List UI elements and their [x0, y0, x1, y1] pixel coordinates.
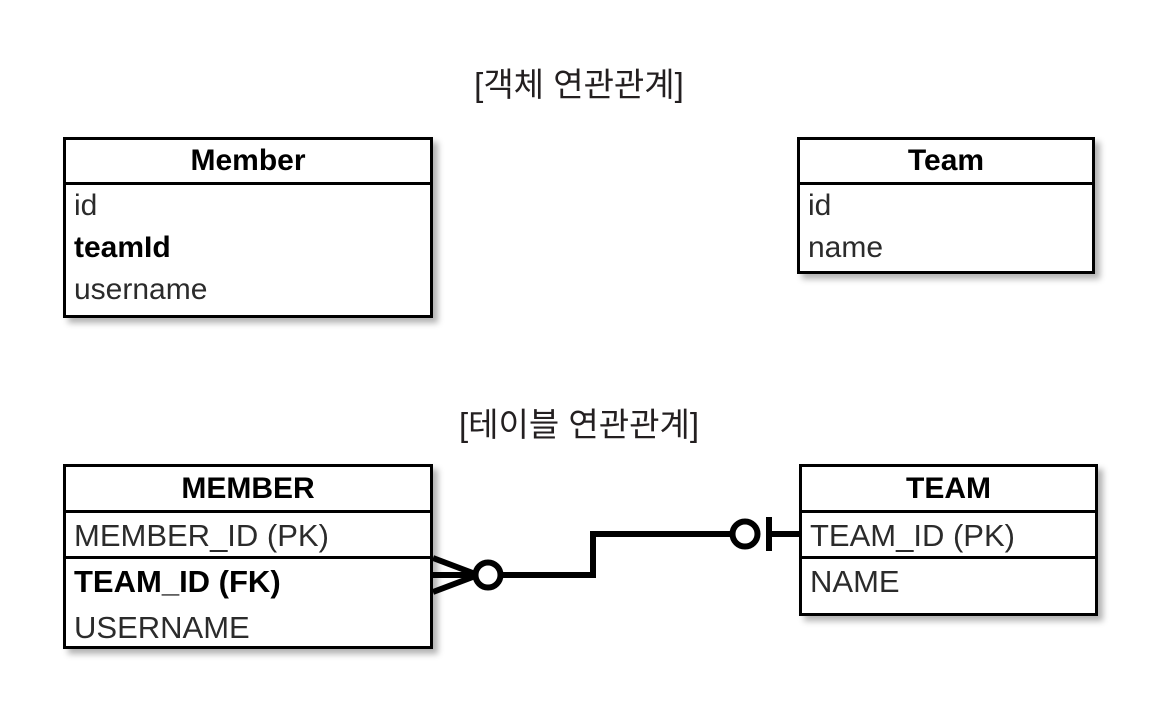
attribute-member-table-member-id: MEMBER_ID (PK)	[66, 513, 430, 559]
entity-header-member-table: MEMBER	[66, 467, 430, 513]
attribute-team-name: name	[808, 231, 884, 264]
entity-header-member: Member	[66, 140, 430, 185]
entity-attributes-member-table: MEMBER_ID (PK) TEAM_ID (FK) USERNAME	[66, 513, 430, 651]
entity-attributes-team: id name	[800, 185, 1092, 269]
table-association-title: [테이블 연관관계]	[458, 406, 700, 443]
relationship-line	[500, 531, 733, 578]
attribute-member-teamid: teamId	[74, 231, 171, 264]
attribute-member-table-team-id: TEAM_ID (FK)	[74, 564, 281, 599]
attribute-member-id: id	[74, 189, 98, 222]
attribute-member-table-username: USERNAME	[74, 610, 250, 645]
object-association-title: [객체 연관관계]	[474, 66, 684, 103]
attribute-team-table-name: NAME	[810, 564, 900, 599]
attribute-team-table-team-id: TEAM_ID (PK)	[802, 513, 1095, 559]
entity-box-team-table: TEAM TEAM_ID (PK) NAME	[799, 464, 1098, 616]
attribute-team-id: id	[808, 189, 832, 222]
crows-foot-many-icon	[431, 555, 480, 595]
cardinality-zero-circle-team-side	[729, 518, 761, 550]
entity-attributes-member: id teamId username	[66, 185, 430, 311]
entity-header-team-table: TEAM	[802, 467, 1095, 513]
entity-attributes-team-table: TEAM_ID (PK) NAME	[802, 513, 1095, 605]
attribute-member-username: username	[74, 273, 208, 306]
entity-box-team: Team id name	[797, 137, 1095, 274]
cardinality-zero-circle-member-side	[472, 559, 504, 591]
entity-header-team: Team	[800, 140, 1092, 185]
entity-box-member-table: MEMBER MEMBER_ID (PK) TEAM_ID (FK) USERN…	[63, 464, 433, 649]
entity-box-member: Member id teamId username	[63, 137, 433, 318]
